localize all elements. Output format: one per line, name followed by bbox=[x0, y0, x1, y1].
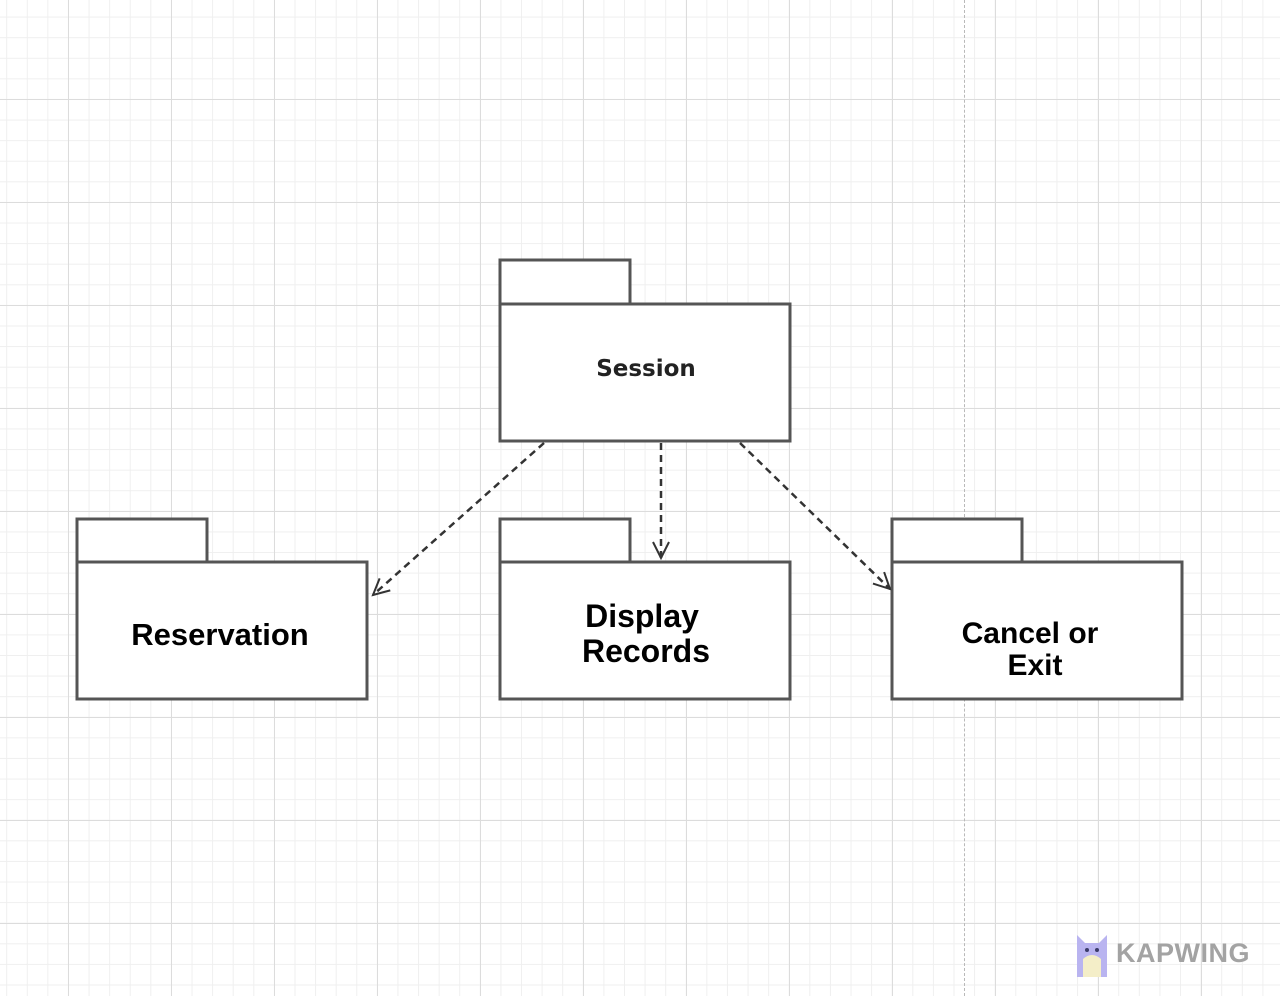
package-display-records[interactable]: Display Records bbox=[498, 517, 792, 701]
package-display-records-label-line-1: Display bbox=[585, 598, 699, 634]
package-display-records-tab bbox=[498, 517, 632, 564]
package-display-records-body bbox=[498, 560, 792, 701]
package-reservation-tab bbox=[75, 517, 209, 564]
package-reservation-label: Reservation bbox=[131, 617, 308, 652]
kapwing-watermark-text: KAPWING bbox=[1116, 937, 1250, 968]
package-session-tab bbox=[498, 258, 632, 306]
dependency-arrow-to-cancel-or-exit[interactable] bbox=[739, 442, 890, 589]
package-cancel-or-exit-label-line-1: Cancel or bbox=[962, 617, 1099, 650]
package-cancel-or-exit-body bbox=[890, 560, 1184, 701]
package-reservation-body bbox=[75, 560, 369, 701]
package-session-body bbox=[498, 302, 792, 443]
package-session-label: Session bbox=[596, 356, 696, 382]
dependency-arrow-to-reservation[interactable] bbox=[373, 442, 545, 595]
package-reservation[interactable]: Reservation bbox=[75, 517, 369, 701]
page-break-line bbox=[964, 0, 965, 996]
package-session[interactable]: Session bbox=[498, 258, 792, 443]
kapwing-cat-icon bbox=[1077, 935, 1107, 977]
package-cancel-or-exit-label-line-2: Exit bbox=[1007, 649, 1062, 682]
kapwing-watermark: KAPWING bbox=[1074, 928, 1250, 978]
package-cancel-or-exit[interactable]: Cancel or Exit bbox=[890, 517, 1184, 701]
package-cancel-or-exit-tab bbox=[890, 517, 1024, 564]
package-display-records-label-line-2: Records bbox=[582, 633, 710, 669]
